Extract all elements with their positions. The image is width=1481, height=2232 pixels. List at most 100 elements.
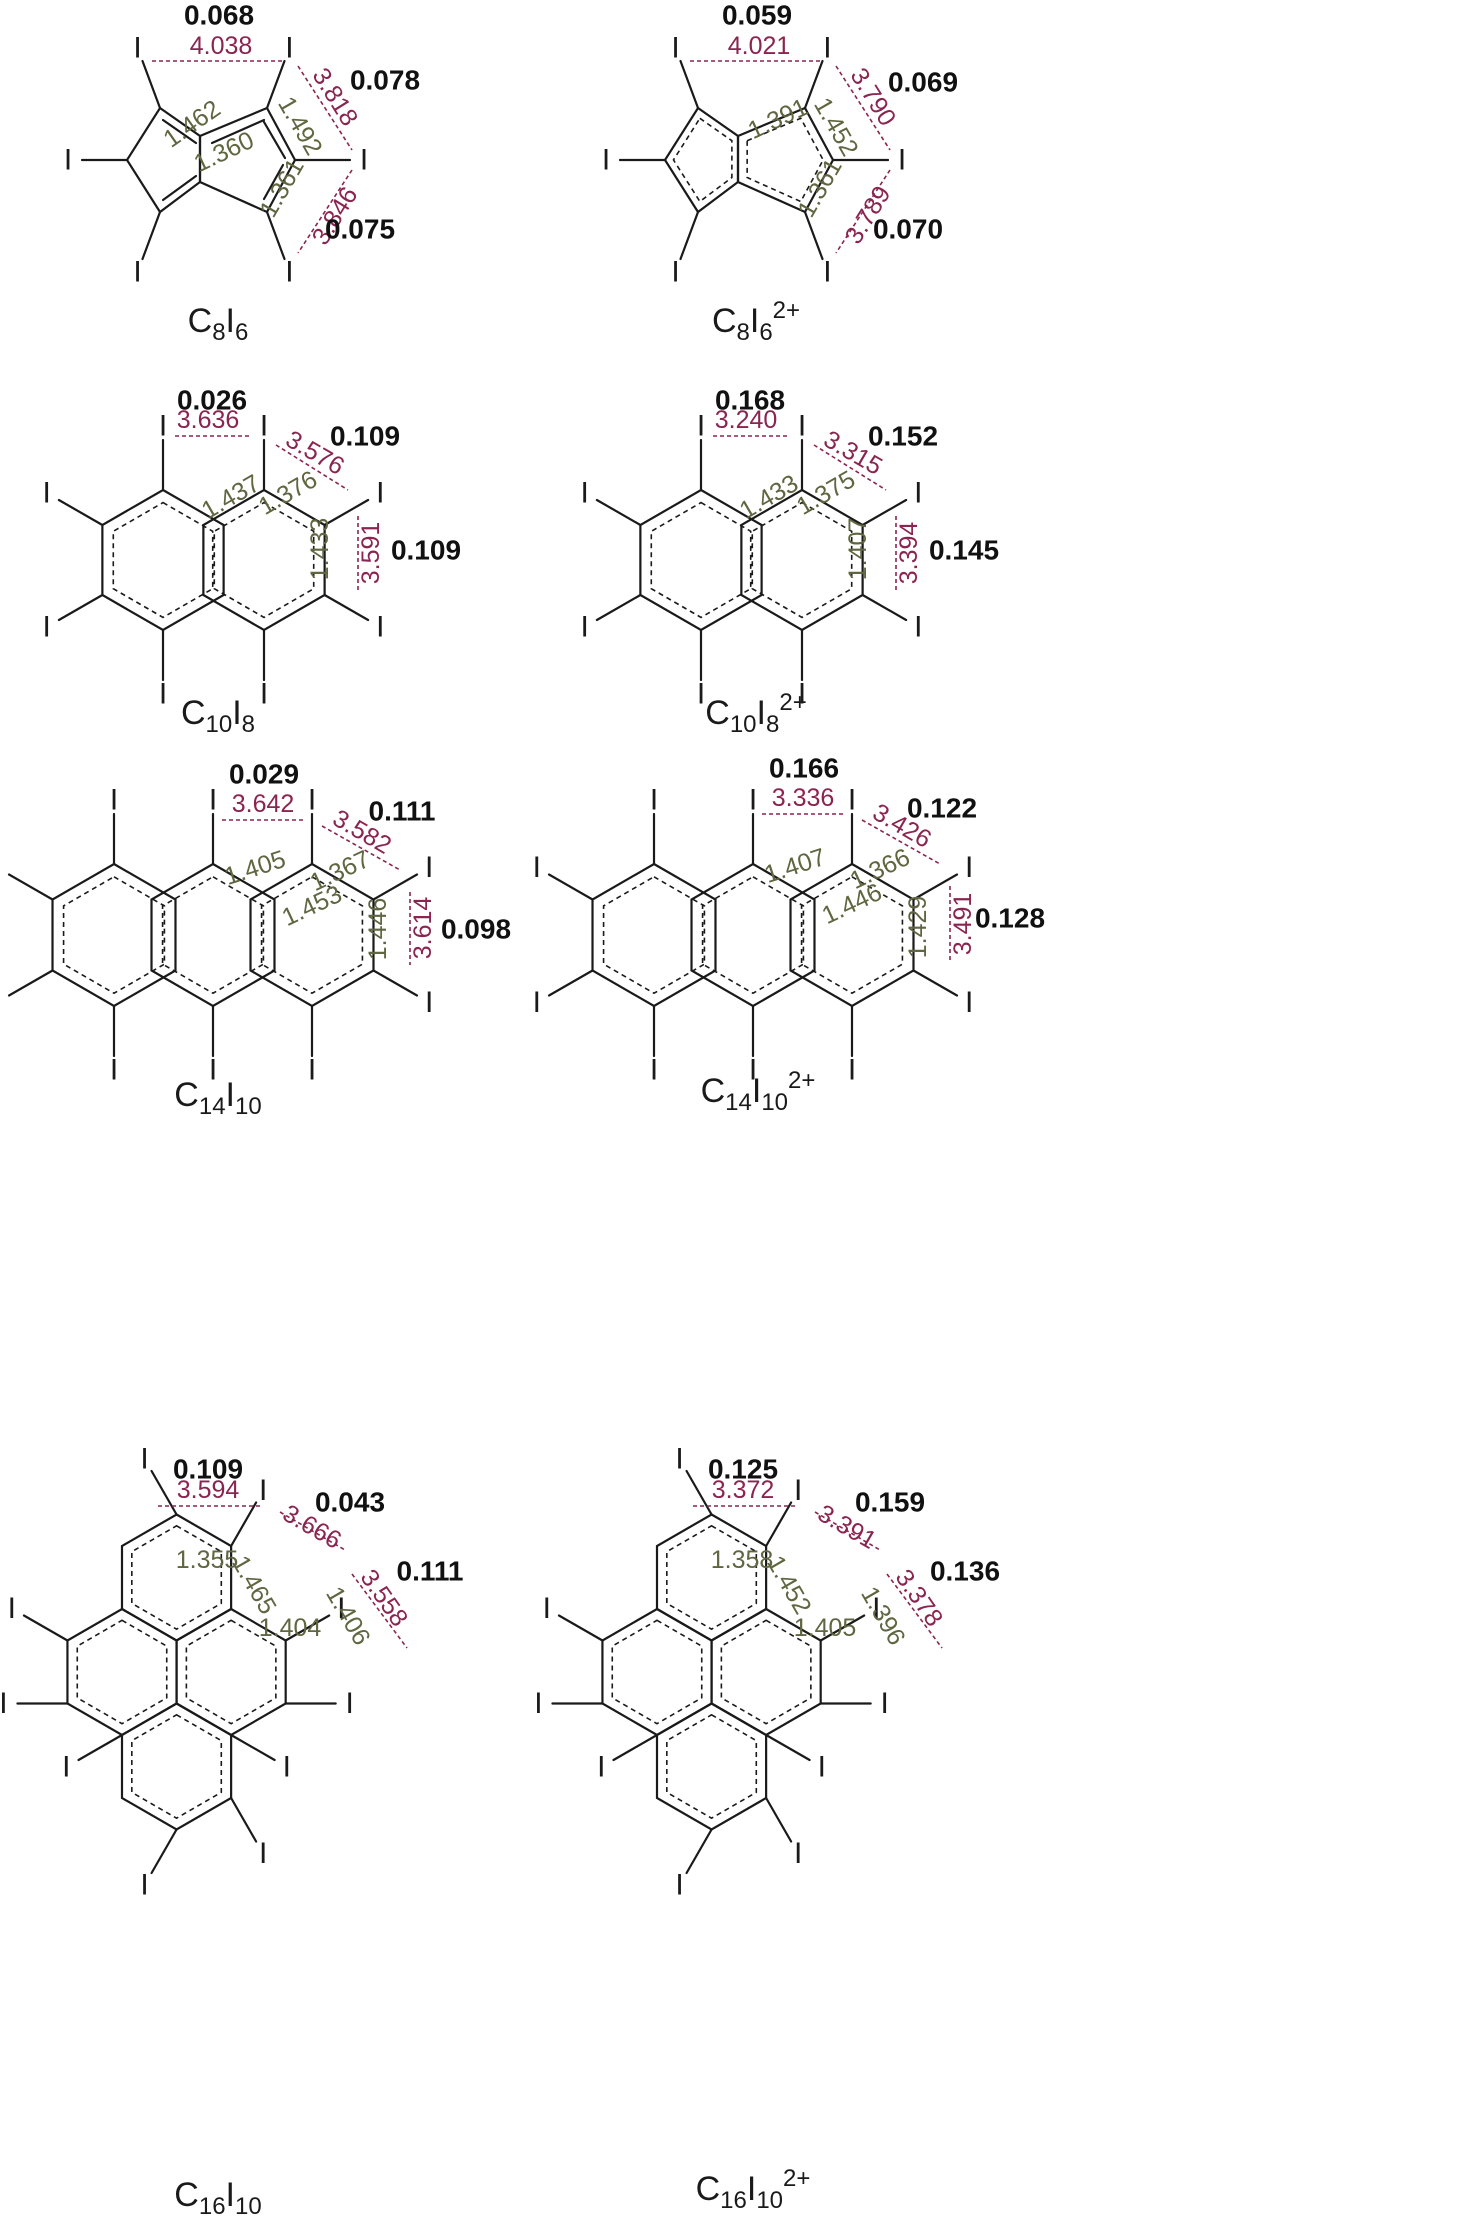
iodine-atom-label: I <box>259 1837 267 1870</box>
iodine-atom-label: I <box>650 784 658 817</box>
iodine-atom-label: I <box>260 410 268 443</box>
ring-bond <box>591 862 717 1008</box>
iodine-atom-label: I <box>749 784 757 817</box>
c-i-bond <box>323 593 370 622</box>
iodine-atom-label: I <box>360 144 368 177</box>
bond-length: 1.407 <box>844 518 872 581</box>
c-i-bond <box>57 498 104 527</box>
c-i-bond <box>612 1733 659 1762</box>
panel-c16i10-dication: IIIIIIIIII3.3723.3913.3781.3581.4521.405… <box>534 1442 1000 2214</box>
bond-index: 0.069 <box>888 67 958 98</box>
bond-length: 1.429 <box>904 896 932 959</box>
ii-distance: 3.394 <box>895 522 923 585</box>
bond-index: 0.152 <box>868 421 938 452</box>
ii-distance: 3.336 <box>772 784 835 812</box>
ii-distance: 3.240 <box>715 406 778 434</box>
double-bond-inner <box>161 174 198 202</box>
iodine-atom-label: I <box>0 986 1 1019</box>
bond-index: 0.029 <box>229 759 299 790</box>
panel-c10i8-dication: IIIIIIII3.2403.3153.3941.4331.3751.4070.… <box>581 385 1000 739</box>
molecular-formula: C16I10 <box>174 2176 261 2220</box>
aromatic-dashes <box>672 117 733 203</box>
c-i-bond <box>861 498 908 527</box>
c-i-bond <box>679 59 700 110</box>
bond-length: 1.361 <box>254 154 310 222</box>
c-i-bond <box>372 873 419 901</box>
aromatic-dashes <box>666 1713 758 1820</box>
c-i-bond <box>803 59 824 110</box>
bond-index: 0.098 <box>441 914 511 945</box>
c-i-bond <box>265 59 286 110</box>
aromatic-dashes <box>185 1619 277 1725</box>
iodine-atom-label: I <box>823 31 831 64</box>
c-i-bond <box>765 1733 811 1762</box>
aromatic-dashes <box>611 1619 703 1725</box>
c-i-bond <box>557 1614 604 1642</box>
iodine-atom-label: I <box>376 611 384 644</box>
aromatic-dashes <box>131 1524 223 1631</box>
bond-index: 0.078 <box>350 65 420 96</box>
ii-contact <box>814 1511 881 1551</box>
panel-c16i10: IIIIIIIIII3.5943.6663.5581.3551.4651.404… <box>0 1442 463 2220</box>
iodine-atom-label: I <box>0 851 1 884</box>
ii-contact <box>279 1511 346 1551</box>
iodine-atom-label: I <box>64 144 72 177</box>
iodine-atom-label: I <box>133 256 141 289</box>
double-bond-inner <box>262 163 285 201</box>
c-i-bond <box>547 969 594 997</box>
molecular-formula: C14I10 <box>174 1076 261 1120</box>
bond-length: 1.404 <box>259 1614 322 1642</box>
c-i-bond <box>230 1733 276 1762</box>
double-bond-inner <box>262 120 287 160</box>
iodine-atom-label: I <box>285 31 293 64</box>
c-i-bond <box>150 1828 178 1875</box>
c-i-bond <box>141 59 162 110</box>
aromatic-dashes <box>131 1713 223 1820</box>
double-bond-inner <box>161 118 198 145</box>
c-i-bond <box>57 593 104 622</box>
c-i-bond <box>685 1469 713 1516</box>
iodine-atom-label: I <box>794 1474 802 1507</box>
iodine-atom-label: I <box>965 986 973 1019</box>
c-i-bond <box>547 873 594 901</box>
iodine-atom-label: I <box>133 31 141 64</box>
iodine-atom-label: I <box>914 477 922 510</box>
ii-contact <box>321 825 401 871</box>
c-i-bond <box>679 210 700 261</box>
c-i-bond <box>7 969 54 997</box>
molecular-formula: C16I102+ <box>696 2165 811 2214</box>
aromatic-dashes <box>720 1619 812 1725</box>
aromatic-dashes <box>666 1524 758 1631</box>
bond-index: 0.145 <box>929 535 999 566</box>
ii-distance: 3.491 <box>949 893 977 956</box>
ii-contact <box>813 444 887 491</box>
iodine-atom-label: I <box>543 1592 551 1625</box>
iodine-atom-label: I <box>848 784 856 817</box>
iodine-atom-label: I <box>914 611 922 644</box>
right-ring-bond <box>198 106 297 214</box>
c-i-bond <box>7 873 54 901</box>
aromatic-dashes <box>76 1619 168 1725</box>
bond-index: 0.166 <box>769 753 839 784</box>
iodine-atom-label: I <box>110 1054 118 1087</box>
ii-distance: 3.642 <box>232 790 295 818</box>
iodine-atom-label: I <box>8 1592 16 1625</box>
iodine-atom-label: I <box>671 31 679 64</box>
bond-length: 1.452 <box>761 1551 817 1619</box>
bond-index: 0.068 <box>184 0 254 31</box>
iodine-atom-label: I <box>881 1687 889 1720</box>
c-i-bond <box>765 1796 793 1843</box>
ii-contact <box>297 169 353 254</box>
c-i-bond <box>265 210 286 261</box>
c-i-bond <box>372 969 419 997</box>
bond-index: 0.075 <box>325 214 395 245</box>
iodine-atom-label: I <box>749 1054 757 1087</box>
c-i-bond <box>77 1733 124 1762</box>
c-i-bond <box>150 1469 178 1516</box>
iodine-atom-label: I <box>285 256 293 289</box>
iodine-atom-label: I <box>43 477 51 510</box>
ii-contact <box>297 65 353 151</box>
